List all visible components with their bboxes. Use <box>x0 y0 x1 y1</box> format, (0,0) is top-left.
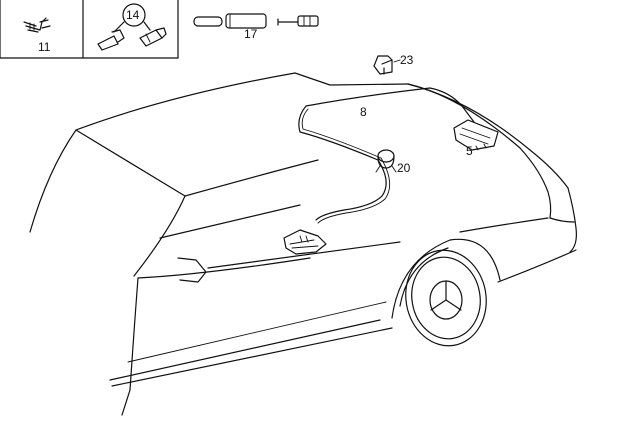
antenna-cable <box>298 87 475 224</box>
vehicle-outline <box>29 72 577 416</box>
callout-11: 11 <box>38 40 51 54</box>
parts-panel <box>0 0 179 59</box>
clip-23 <box>373 55 401 75</box>
cable-clamp-20 <box>375 149 397 173</box>
callout-5: 5 <box>466 144 473 158</box>
callout-8: 8 <box>360 105 367 119</box>
amplifier-module-5 <box>453 119 499 151</box>
callout-14-circle <box>113 3 151 33</box>
rear-wheel <box>405 249 487 347</box>
callout-23: 23 <box>400 53 414 67</box>
connector-left <box>97 29 125 51</box>
control-module <box>283 229 327 255</box>
hose-elbow-connector <box>23 17 51 33</box>
callout-17: 17 <box>244 27 258 41</box>
callout-20: 20 <box>397 161 411 175</box>
hose-pieces <box>193 13 319 29</box>
callout-14: 14 <box>126 8 140 22</box>
connector-right <box>139 27 167 47</box>
